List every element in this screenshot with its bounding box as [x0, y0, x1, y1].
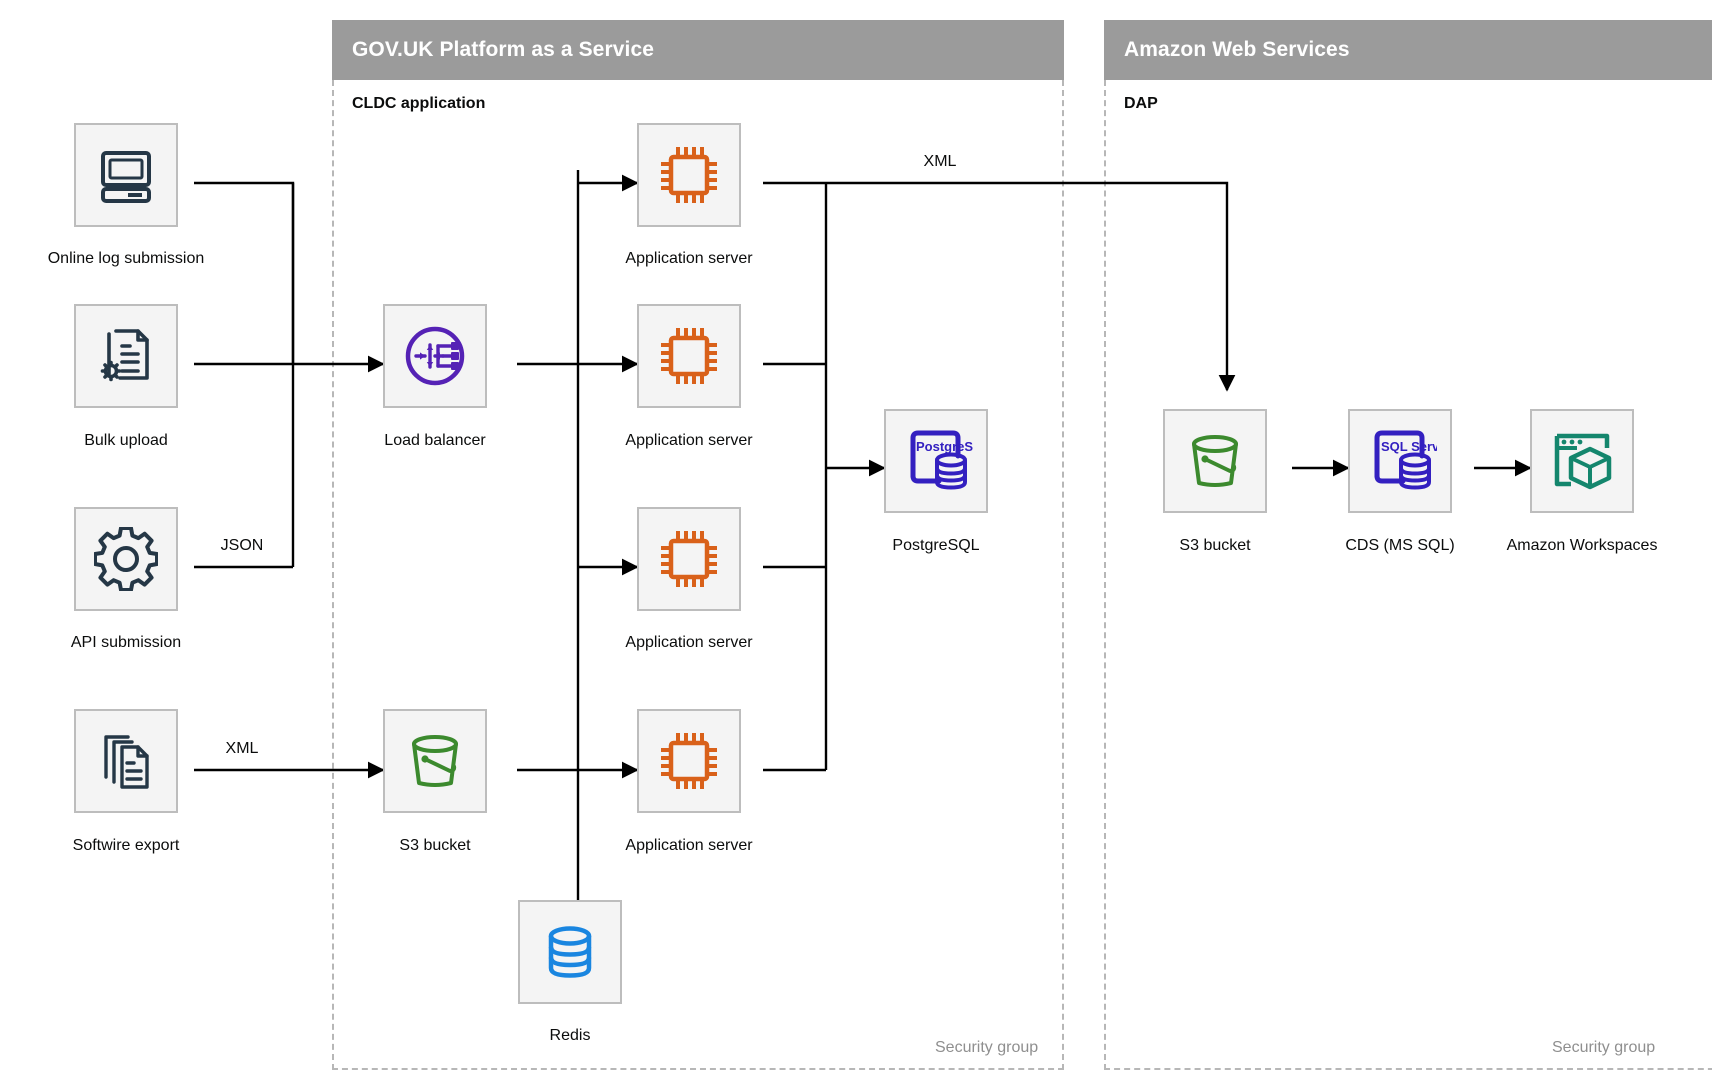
- node-api-submission[interactable]: [74, 507, 178, 611]
- cpu-chip-icon: [661, 733, 717, 789]
- sql-server-database-icon: SQL Server: [1374, 430, 1437, 490]
- load-balancer-icon: [405, 326, 465, 386]
- node-label-bulk-upload: Bulk upload: [84, 432, 168, 449]
- node-label-s3-bucket-aws: S3 bucket: [1179, 537, 1251, 554]
- node-label-app-server-3: Application server: [625, 634, 753, 651]
- node-label-api-submission: API submission: [70, 634, 182, 651]
- node-app-server-4[interactable]: [637, 709, 741, 813]
- node-label-load-balancer: Load balancer: [384, 432, 486, 449]
- node-label-redis: Redis: [549, 1027, 591, 1044]
- zone-box-aws: [1104, 80, 1712, 1070]
- cpu-chip-icon: [661, 147, 717, 203]
- node-s3-bucket-aws[interactable]: [1163, 409, 1267, 513]
- s3-bucket-icon: [1192, 435, 1238, 487]
- zone-title-aws: Amazon Web Services: [1124, 38, 1350, 61]
- zone-header-paas: GOV.UK Platform as a Service: [332, 20, 1064, 80]
- zone-title-paas: GOV.UK Platform as a Service: [352, 38, 654, 61]
- zone-footnote-security-group-aws: Security group: [1552, 1039, 1656, 1056]
- node-online-log-submission[interactable]: [74, 123, 178, 227]
- node-app-server-3[interactable]: [637, 507, 741, 611]
- postgresql-badge-text: PostgreSQL: [916, 439, 973, 454]
- edge-label-xml-dap: XML: [919, 153, 961, 171]
- documents-stack-icon: [104, 735, 149, 789]
- node-s3-bucket-paas[interactable]: [383, 709, 487, 813]
- node-label-app-server-2: Application server: [625, 432, 753, 449]
- s3-bucket-icon: [412, 735, 458, 787]
- edge-label-xml-softwire: XML: [221, 740, 263, 758]
- redis-database-icon: [548, 926, 592, 978]
- zone-box-paas: [332, 80, 1064, 1070]
- node-app-server-2[interactable]: [637, 304, 741, 408]
- node-redis[interactable]: [518, 900, 622, 1004]
- sql-server-badge-text: SQL Server: [1381, 439, 1437, 454]
- node-app-server-1[interactable]: [637, 123, 741, 227]
- node-label-softwire-export: Softwire export: [72, 837, 180, 854]
- node-label-app-server-4: Application server: [625, 837, 753, 854]
- postgresql-database-icon: PostgreSQL: [910, 430, 973, 490]
- node-load-balancer[interactable]: [383, 304, 487, 408]
- node-label-online-log-submission: Online log submission: [47, 250, 205, 267]
- document-settings-icon: [100, 329, 149, 382]
- cpu-chip-icon: [661, 531, 717, 587]
- zone-sublabel-cldc-application: CLDC application: [352, 95, 486, 112]
- node-postgresql[interactable]: PostgreSQL: [884, 409, 988, 513]
- node-label-s3-bucket-paas: S3 bucket: [399, 837, 471, 854]
- node-bulk-upload[interactable]: [74, 304, 178, 408]
- node-label-app-server-1: Application server: [625, 250, 753, 267]
- node-amazon-workspaces[interactable]: [1530, 409, 1634, 513]
- desktop-computer-icon: [101, 151, 151, 203]
- edge-label-json: JSON: [216, 537, 268, 555]
- zone-footnote-security-group-paas: Security group: [935, 1039, 1039, 1056]
- zone-header-aws: Amazon Web Services: [1104, 20, 1712, 80]
- node-label-amazon-workspaces: Amazon Workspaces: [1506, 537, 1658, 554]
- cpu-chip-icon: [661, 328, 717, 384]
- node-label-cds-ms-sql: CDS (MS SQL): [1345, 537, 1455, 554]
- zone-sublabel-dap: DAP: [1124, 95, 1158, 112]
- node-label-postgresql: PostgreSQL: [892, 537, 980, 554]
- gear-icon: [94, 527, 158, 591]
- workspaces-cube-icon: [1554, 433, 1612, 490]
- node-softwire-export[interactable]: [74, 709, 178, 813]
- node-cds-ms-sql[interactable]: SQL Server: [1348, 409, 1452, 513]
